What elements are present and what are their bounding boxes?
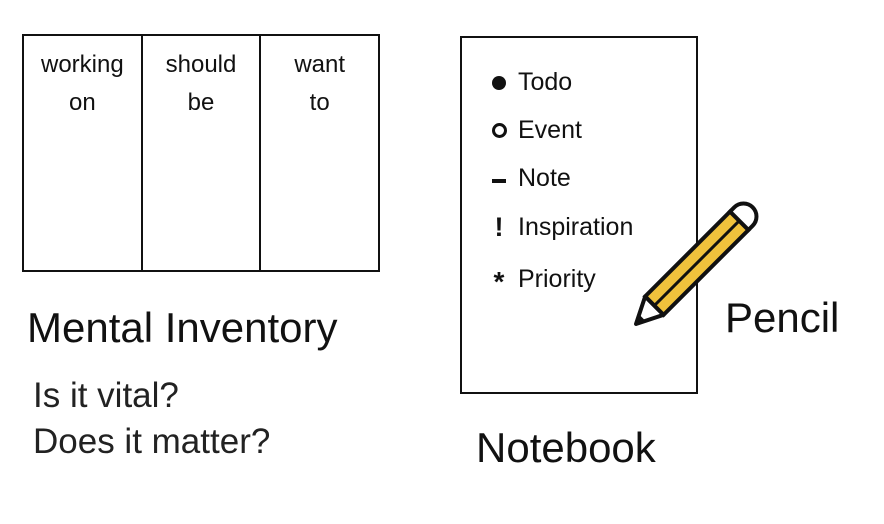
inventory-column-working-on: working on: [24, 36, 143, 270]
legend-label: Event: [518, 116, 582, 144]
mental-inventory-table: working on should be want to: [22, 34, 380, 272]
legend-item-note: Note: [488, 164, 571, 193]
column-label-line2: be: [187, 89, 215, 116]
legend-label: Todo: [518, 68, 573, 96]
notebook-page: Todo Event Note ! Inspiration * Priority: [460, 36, 698, 394]
legend-item-todo: Todo: [488, 68, 572, 97]
legend-label: Note: [518, 164, 571, 192]
question-vital: Is it vital?: [33, 376, 179, 415]
legend-item-priority: * Priority: [488, 260, 596, 298]
inventory-column-want-to: want to: [261, 36, 378, 270]
column-label-line1: want: [294, 51, 346, 78]
notebook-title: Notebook: [476, 424, 656, 471]
legend-label: Inspiration: [518, 213, 634, 241]
pencil-icon: [634, 201, 759, 326]
column-label-line1: should: [165, 51, 237, 78]
question-matter: Does it matter?: [33, 422, 271, 461]
dash-icon: [488, 175, 510, 183]
mental-inventory-title: Mental Inventory: [27, 304, 338, 351]
inventory-column-should-be: should be: [143, 36, 262, 270]
exclamation-icon: !: [494, 212, 504, 242]
legend-item-event: Event: [488, 116, 582, 145]
open-dot-icon: [488, 123, 510, 138]
filled-dot-icon: [488, 75, 510, 90]
asterisk-icon: *: [493, 266, 505, 297]
column-label-line2: to: [309, 89, 330, 116]
column-label-line2: on: [68, 89, 96, 116]
legend-item-inspiration: ! Inspiration: [488, 212, 634, 243]
legend-label: Priority: [518, 264, 596, 293]
pencil-label: Pencil: [725, 294, 840, 341]
column-label-line1: working: [40, 51, 124, 78]
